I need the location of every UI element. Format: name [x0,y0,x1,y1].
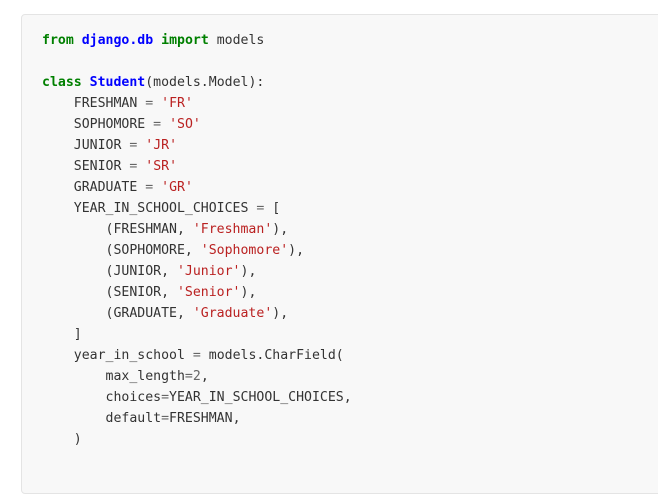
code-token: 'Graduate' [192,306,273,321]
code-token: = [256,201,265,216]
code-token: max_length [42,369,185,384]
code-token: 'Senior' [176,285,241,300]
code-line: GRADUATE = 'GR' [42,177,352,198]
code-line: (GRADUATE, 'Graduate'), [42,303,352,324]
code-token [153,33,161,48]
code-line: year_in_school = models.CharField( [42,345,352,366]
code-token [74,33,82,48]
code-token: (JUNIOR, [42,264,177,279]
code-block: from django.db import models class Stude… [21,14,658,494]
code-token: ] [42,327,82,342]
code-line: JUNIOR = 'JR' [42,135,352,156]
code-token: (SENIOR, [42,285,177,300]
code-token: (FRESHMAN, [42,222,193,237]
code-line: (JUNIOR, 'Junior'), [42,261,352,282]
code-token: = [145,180,154,195]
code-line: class Student(models.Model): [42,72,352,93]
code-token: Student [89,75,146,90]
code-token: 'Freshman' [192,222,273,237]
code-line: ) [42,429,352,450]
code-token [82,75,90,90]
code-token [153,180,161,195]
code-line: (SENIOR, 'Senior'), [42,282,352,303]
code-line: default=FRESHMAN, [42,408,352,429]
code-token: [ [264,201,281,216]
code-token: = [192,348,201,363]
code-token: (GRADUATE, [42,306,193,321]
code-line: FRESHMAN = 'FR' [42,93,352,114]
code-token: FRESHMAN [42,96,146,111]
code-token: 'SR' [145,159,178,174]
code-token: YEAR_IN_SCHOOL_CHOICES [42,201,257,216]
code-token: 'SO' [169,117,201,132]
code-token: ), [272,306,289,321]
code-token: SOPHOMORE [42,117,154,132]
code-token: = [161,411,170,426]
code-token: ), [288,243,305,258]
code-token: = [145,96,154,111]
code-line: ] [42,324,352,345]
code-token: 'Junior' [176,264,241,279]
code-token: default [42,411,162,426]
code-token: choices [42,390,162,405]
code-line: choices=YEAR_IN_SCHOOL_CHOICES, [42,387,352,408]
code-token [153,96,161,111]
code-token: 2 [192,369,201,384]
code-token: from [42,33,74,48]
code-token: ), [240,285,257,300]
code-token: ) [42,432,82,447]
code-token: SENIOR [42,159,130,174]
code-line: from django.db import models [42,30,352,51]
code-token: class [42,75,82,90]
code-line: YEAR_IN_SCHOOL_CHOICES = [ [42,198,352,219]
code-token: 'FR' [161,96,193,111]
code-token: = [129,159,138,174]
code-token: GRADUATE [42,180,146,195]
code-token: (models.Model): [145,75,265,90]
code-line: max_length=2, [42,366,352,387]
code-line [42,51,352,72]
code-token: 'JR' [145,138,178,153]
code-line: (FRESHMAN, 'Freshman'), [42,219,352,240]
code-token: YEAR_IN_SCHOOL_CHOICES, [169,390,352,405]
code-token: models [208,33,265,48]
code-token: = [184,369,193,384]
code-token: models.CharField( [200,348,344,363]
code-token: ), [240,264,257,279]
code-line: SOPHOMORE = 'SO' [42,114,352,135]
code-line: (SOPHOMORE, 'Sophomore'), [42,240,352,261]
code-listing[interactable]: from django.db import models class Stude… [42,30,352,450]
code-token: ), [272,222,289,237]
code-token: = [161,390,170,405]
code-token: 'GR' [161,180,193,195]
code-token: = [129,138,138,153]
code-token: 'Sophomore' [200,243,289,258]
code-token: FRESHMAN, [169,411,241,426]
code-token: year_in_school [42,348,193,363]
code-token: , [200,369,209,384]
code-token: import [161,33,209,48]
code-token: = [153,117,162,132]
code-token: django.db [81,33,154,48]
code-token: JUNIOR [42,138,130,153]
code-line: SENIOR = 'SR' [42,156,352,177]
code-token [161,117,169,132]
code-token: (SOPHOMORE, [42,243,201,258]
